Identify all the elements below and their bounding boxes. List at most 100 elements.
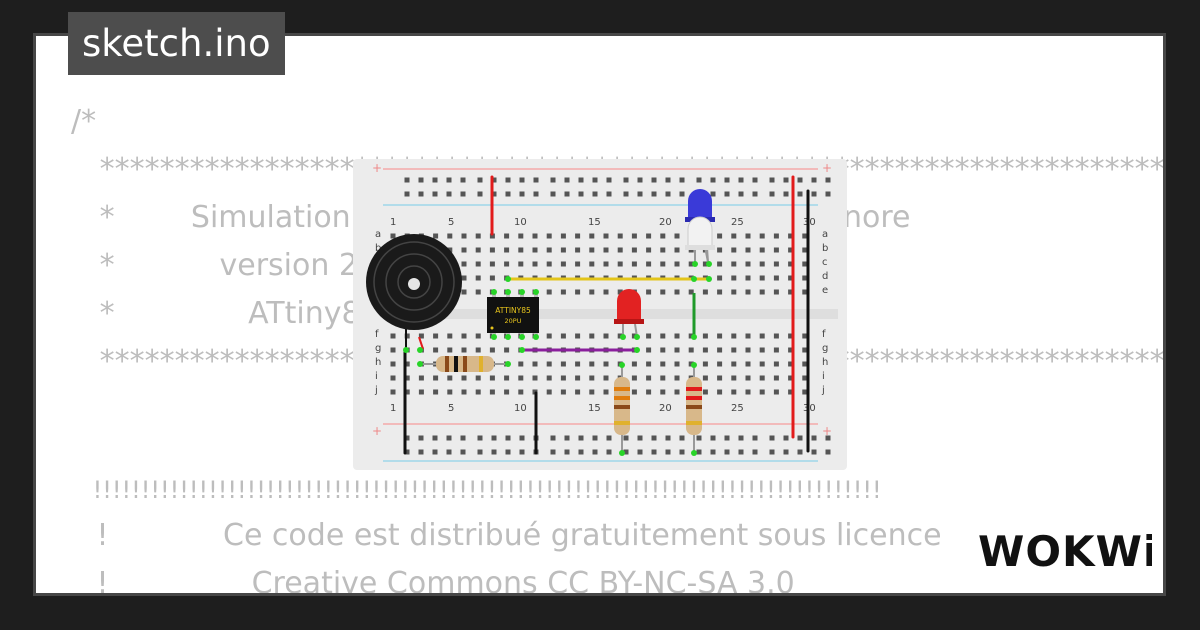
breadboard-hole: [475, 247, 481, 253]
breadboard-hole: [674, 247, 680, 253]
breadboard-hole: [623, 191, 629, 197]
svg-text:ATTINY85: ATTINY85: [495, 306, 531, 315]
breadboard-hole: [759, 247, 765, 253]
breadboard-hole: [646, 389, 652, 395]
breadboard-hole: [446, 449, 452, 455]
breadboard-hole: [460, 177, 466, 183]
breadboard-hole: [788, 233, 794, 239]
row-label: h: [375, 357, 381, 368]
breadboard-hole: [592, 177, 598, 183]
breadboard-hole: [773, 261, 779, 267]
breadboard-hole: [773, 361, 779, 367]
breadboard-hole: [447, 389, 453, 395]
breadboard-hole: [603, 333, 609, 339]
breadboard-hole: [631, 261, 637, 267]
breadboard-hole: [788, 275, 794, 281]
breadboard-hole: [532, 375, 538, 381]
breadboard-hole: [731, 333, 737, 339]
breadboard-hole: [811, 177, 817, 183]
column-label: 1: [390, 217, 396, 228]
column-label: 1: [390, 403, 396, 414]
breadboard-hole: [432, 449, 438, 455]
row-label: f: [822, 329, 826, 340]
breadboard-hole: [731, 289, 737, 295]
breadboard-hole: [603, 233, 609, 239]
breadboard-hole: [404, 361, 410, 367]
breadboard-hole: [759, 375, 765, 381]
breadboard-hole: [546, 375, 552, 381]
breadboard-hole: [603, 375, 609, 381]
breadboard-hole: [477, 191, 483, 197]
breadboard-hole: [783, 449, 789, 455]
breadboard-hole: [475, 275, 481, 281]
breadboard-hole: [432, 435, 438, 441]
breadboard-hole: [717, 233, 723, 239]
breadboard-hole: [418, 375, 424, 381]
breadboard-hole: [404, 435, 410, 441]
breadboard-hole: [418, 177, 424, 183]
breadboard-hole: [674, 389, 680, 395]
breadboard-hole: [688, 289, 694, 295]
breadboard-hole: [660, 347, 666, 353]
code-line-5: * ATtiny85: [71, 296, 380, 331]
resistor-icon: [614, 365, 630, 453]
breadboard-hole: [489, 247, 495, 253]
breadboard-hole: [773, 247, 779, 253]
breadboard-hole: [769, 191, 775, 197]
resistor-icon: [686, 365, 702, 453]
column-label: 15: [588, 403, 601, 414]
breadboard-hole: [550, 191, 556, 197]
breadboard-hole: [404, 177, 410, 183]
breadboard-hole: [432, 177, 438, 183]
breadboard-hole: [475, 375, 481, 381]
breadboard-hole: [592, 191, 598, 197]
breadboard-hole: [788, 347, 794, 353]
breadboard-hole: [688, 347, 694, 353]
breadboard-hole: [418, 333, 424, 339]
breadboard-hole: [461, 289, 467, 295]
code-line-1: /*: [71, 104, 97, 139]
breadboard-hole: [811, 191, 817, 197]
connection-points: [403, 261, 712, 456]
breadboard-hole: [390, 347, 396, 353]
breadboard-hole: [646, 347, 652, 353]
breadboard-hole: [797, 177, 803, 183]
breadboard-hole: [592, 449, 598, 455]
row-label: e: [822, 285, 828, 296]
breadboard-hole: [679, 435, 685, 441]
row-label: a: [375, 229, 381, 240]
breadboard-hole: [623, 449, 629, 455]
breadboard-hole: [802, 389, 808, 395]
breadboard-hole: [665, 449, 671, 455]
breadboard-hole: [759, 361, 765, 367]
breadboard-hole: [489, 347, 495, 353]
breadboard-hole: [717, 347, 723, 353]
breadboard-hole: [606, 177, 612, 183]
breadboard-hole: [811, 435, 817, 441]
breadboard-hole: [674, 375, 680, 381]
breadboard-hole: [674, 261, 680, 267]
breadboard-hole: [519, 177, 525, 183]
breadboard-hole: [769, 449, 775, 455]
breadboard-hole: [446, 435, 452, 441]
breadboard-hole: [702, 333, 708, 339]
breadboard-hole: [504, 389, 510, 395]
breadboard-hole: [418, 435, 424, 441]
breadboard-hole: [717, 247, 723, 253]
breadboard-hole: [731, 247, 737, 253]
breadboard-hole: [461, 389, 467, 395]
breadboard-hole: [461, 233, 467, 239]
breadboard-hole: [717, 375, 723, 381]
breadboard-hole: [651, 435, 657, 441]
breadboard-hole: [418, 389, 424, 395]
row-label: a: [822, 229, 828, 240]
breadboard-hole: [589, 389, 595, 395]
breadboard-hole: [578, 191, 584, 197]
chip-icon: ATTINY85 20PU: [487, 292, 539, 339]
breadboard-hole: [390, 233, 396, 239]
wokwi-logo-icon: WOKWi: [978, 527, 1152, 576]
breadboard-hole: [505, 191, 511, 197]
breadboard-hole: [688, 261, 694, 267]
breadboard-hole: [674, 333, 680, 339]
breadboard-hole: [578, 177, 584, 183]
